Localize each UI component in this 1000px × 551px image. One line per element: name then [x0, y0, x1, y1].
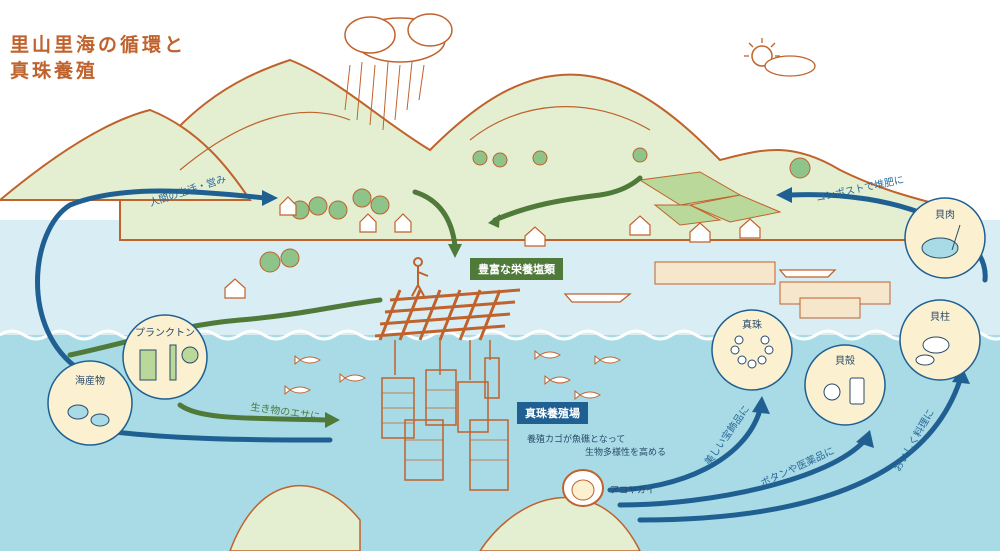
houses [224, 196, 761, 299]
blue-arrowheads [262, 187, 970, 448]
circle-label-seaweed: 海産物 [75, 376, 105, 387]
blue-cycle-arrows [35, 188, 988, 523]
fish-school [284, 349, 621, 401]
green-flow-arrows [67, 175, 643, 423]
contour-line [179, 111, 351, 171]
cage-caption-line-2: 生物多様性を高める [585, 448, 667, 458]
title-line-1: 里山里海の循環と [10, 34, 187, 56]
fisherman-figure [411, 257, 429, 297]
circle-label-pearl: 真珠 [742, 320, 762, 331]
seabed-rock-left [229, 485, 361, 551]
rain-cloud [344, 13, 453, 131]
fish-nets [654, 261, 891, 319]
oyster-meat-drawing [921, 224, 961, 259]
oyster-caption: アコヤガイ [610, 486, 656, 496]
farm-tag: 真珠養殖場 [517, 402, 588, 424]
rice-fields [638, 171, 782, 226]
akoya-oyster [562, 469, 604, 507]
pearl-raft [374, 288, 521, 341]
green-arrowheads [325, 214, 500, 428]
mountain-range [119, 58, 961, 241]
circle-label-plankton: プランクトン [135, 328, 195, 339]
trees [259, 147, 811, 273]
circle-label-meat: 貝肉 [935, 210, 955, 221]
title-line-2: 真珠養殖 [10, 60, 99, 82]
cage-caption-line-1: 養殖カゴが魚礁となって [527, 435, 626, 445]
circle-label-muscle: 貝柱 [930, 312, 950, 323]
main-title: 里山里海の循環と 真珠養殖 [10, 32, 186, 84]
boats [563, 269, 837, 303]
product-circles [47, 197, 986, 446]
buttons-bottle-drawing [823, 377, 865, 405]
nutrients-tag: 豊富な栄養塩類 [470, 258, 563, 280]
left-hill [0, 108, 252, 201]
pearl-necklace-drawing [730, 335, 774, 369]
shell-muscle-drawing [915, 336, 950, 366]
contour-line [469, 106, 651, 141]
plankton-drawing [139, 344, 199, 381]
seaweed-drawing [67, 404, 110, 427]
circle-label-shell: 貝殻 [835, 356, 855, 367]
cage-mesh [382, 389, 508, 461]
sun [744, 38, 816, 77]
